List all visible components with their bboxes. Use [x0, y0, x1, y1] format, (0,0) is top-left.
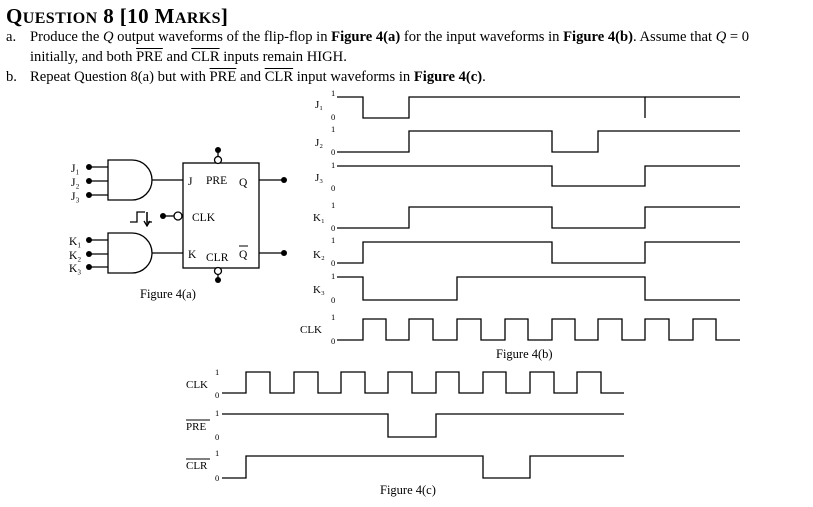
sig-label-clk-c: CLK — [186, 379, 208, 391]
pin-q: Q — [239, 177, 248, 189]
level-lo: 0 — [331, 295, 335, 305]
waveform-j1 — [337, 96, 646, 119]
input-label-j1: J₁ — [71, 163, 80, 175]
input-label-j3: J₃ — [71, 191, 80, 203]
input-label-k2: K₂ — [69, 250, 81, 262]
part-a-line-2: initially, and both PRE and CLR inputs r… — [30, 49, 347, 65]
waveform-k2 — [337, 241, 740, 264]
sig-label-k2: K₂ — [313, 249, 325, 261]
waveform-clk-c — [222, 371, 624, 394]
level-hi: 1 — [331, 235, 335, 245]
level-lo: 0 — [331, 147, 335, 157]
level-lo: 0 — [331, 112, 335, 122]
level-lo: 0 — [331, 183, 335, 193]
level-hi: 1 — [331, 160, 335, 170]
sig-label-j2: J₂ — [315, 137, 323, 149]
level-hi: 1 — [215, 448, 219, 458]
waveform-pre-c — [222, 413, 624, 438]
level-hi: 1 — [331, 88, 335, 98]
figure-4b-caption: Figure 4(b) — [496, 347, 553, 361]
level-hi: 1 — [331, 271, 335, 281]
level-hi: 1 — [331, 312, 335, 322]
level-lo: 0 — [331, 336, 335, 346]
sig-label-j3: J₃ — [315, 172, 323, 184]
and-gate-k — [107, 232, 153, 274]
sig-label-clk-b: CLK — [300, 324, 322, 336]
waveform-k1 — [337, 206, 740, 229]
figure-4a-caption: Figure 4(a) — [140, 287, 196, 301]
level-lo: 0 — [215, 473, 219, 483]
pin-k: K — [188, 249, 197, 261]
figure-4c-waveforms — [222, 371, 624, 479]
level-lo: 0 — [215, 432, 219, 442]
level-hi: 1 — [215, 367, 219, 377]
flip-flop-box — [182, 162, 260, 269]
sig-label-k3: K₃ — [313, 284, 325, 296]
part-a-line-1: a.Produce the Q output waveforms of the … — [6, 29, 750, 45]
level-hi: 1 — [215, 408, 219, 418]
waveform-j2 — [337, 130, 740, 153]
pin-pre: PRE — [206, 175, 227, 187]
level-hi: 1 — [331, 200, 335, 210]
part-b-line: b.Repeat Question 8(a) but with PRE and … — [6, 69, 486, 85]
pin-j: J — [188, 176, 193, 188]
figure-4b-waveforms — [337, 96, 740, 341]
pin-clk: CLK — [192, 212, 216, 224]
input-label-k1: K₁ — [69, 236, 81, 248]
input-label-j2: J₂ — [71, 177, 80, 189]
figure-4a-circuit — [89, 150, 284, 280]
sig-label-clr-c: CLR — [186, 460, 208, 472]
waveform-k3 — [337, 276, 740, 301]
level-hi: 1 — [331, 124, 335, 134]
question-title: QUESTION 8 [10 MARKS] — [6, 4, 229, 28]
part-a-label: a. — [6, 29, 17, 45]
waveform-j3 — [337, 165, 740, 187]
pin-qbar: Q — [239, 249, 248, 261]
pin-clr: CLR — [206, 252, 229, 264]
waveform-clk-b — [337, 318, 740, 341]
waveform-clr-c — [222, 455, 624, 479]
level-lo: 0 — [215, 390, 219, 400]
sig-label-j1: J₁ — [315, 99, 323, 111]
level-lo: 0 — [331, 223, 335, 233]
and-gate-j — [107, 159, 153, 201]
part-b-label: b. — [6, 69, 17, 85]
sig-label-k1: K₁ — [313, 212, 325, 224]
input-label-k3: K₃ — [69, 263, 81, 275]
level-lo: 0 — [331, 258, 335, 268]
figure-4c-caption: Figure 4(c) — [380, 483, 436, 497]
sig-label-pre-c: PRE — [186, 421, 206, 433]
